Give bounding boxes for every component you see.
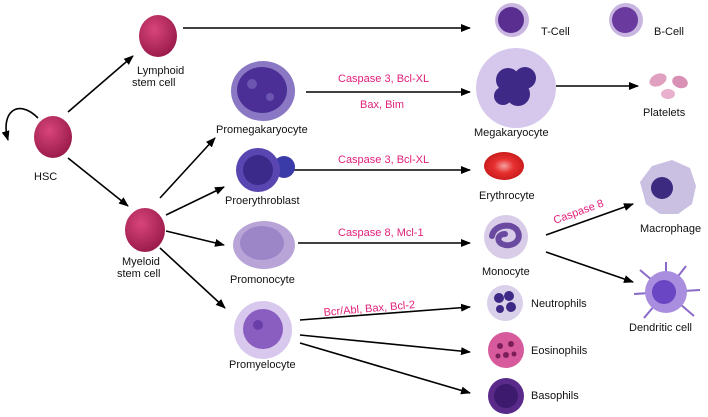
eosinophils-image (488, 332, 524, 368)
label-t-cell: T-Cell (541, 26, 570, 38)
platelets-image (649, 73, 688, 99)
regulator-erythrocyte: Caspase 3, Bcl-XL (338, 154, 429, 166)
promonocyte-image (233, 221, 295, 269)
label-neutrophils: Neutrophils (531, 298, 587, 310)
label-lymphoid-line2: stem cell (132, 77, 175, 89)
label-myeloid-line2: stem cell (117, 268, 160, 280)
arrow-myeloid-to-promyelocyte (159, 247, 226, 309)
label-proerythroblast: Proerythroblast (225, 195, 300, 207)
arrow-monocyte-to-macrophage (545, 203, 634, 236)
label-lymphoid-line1: Lymphoid (137, 65, 184, 77)
label-dendritic-cell: Dendritic cell (629, 322, 692, 334)
arrow-myeloid-to-proerythroblast (165, 186, 225, 216)
arrow-promyelo-to-basophils (299, 342, 471, 395)
arrow-hsc-to-myeloid (67, 157, 129, 207)
label-b-cell: B-Cell (654, 26, 684, 38)
basophils-image (488, 378, 524, 414)
neutrophils-image (487, 285, 523, 321)
label-platelets: Platelets (643, 107, 686, 119)
dendritic-cell-image (633, 262, 701, 319)
arrow-promyelo-to-eosinophils (299, 334, 471, 356)
proerythroblast-image (236, 148, 295, 192)
regulator-mega-top: Caspase 3, Bcl-XL (338, 73, 429, 85)
label-megakaryocyte: Megakaryocyte (474, 127, 549, 139)
label-basophils: Basophils (531, 390, 579, 402)
regulator-macrophage: Caspase 8 (552, 198, 606, 227)
monocyte-image (484, 215, 528, 259)
label-eosinophils: Eosinophils (531, 345, 588, 357)
arrows (1, 24, 639, 395)
regulator-labels: Caspase 3, Bcl-XL Bax, Bim Caspase 3, Bc… (323, 73, 605, 319)
label-promyelocyte: Promyelocyte (229, 359, 296, 371)
label-monocyte: Monocyte (482, 266, 530, 278)
b-cell-image (609, 3, 643, 37)
cell-labels: HSC Lymphoid stem cell Myeloid stem cell… (34, 26, 701, 402)
label-promonocyte: Promonocyte (230, 274, 295, 286)
megakaryocyte-image (476, 48, 556, 128)
erythrocyte-image (484, 152, 524, 180)
label-myeloid-line1: Myeloid (122, 256, 160, 268)
regulator-monocyte: Caspase 8, Mcl-1 (338, 227, 424, 239)
macrophage-image (640, 160, 696, 214)
label-hsc: HSC (34, 171, 57, 183)
arrow-promyelo-to-neutrophils (299, 303, 471, 321)
arrow-monocyte-to-dendritic (545, 251, 634, 283)
promegakaryocyte-image (231, 61, 295, 121)
arrow-hsc-self-renewal (1, 107, 39, 141)
arrow-myeloid-to-promonocyte (165, 230, 225, 247)
promyelocyte-image (234, 301, 292, 359)
lymphoid-stem-cell-image (139, 15, 177, 57)
t-cell-image (495, 3, 529, 37)
arrow-hsc-to-lymphoid (67, 55, 134, 113)
hsc-cell-image (34, 116, 72, 158)
label-promegakaryocyte: Promegakaryocyte (216, 124, 308, 136)
arrow-myeloid-to-promegakaryocyte (159, 137, 216, 199)
regulator-granulocytes: Bcr/Abl, Bax, Bcl-2 (323, 299, 415, 319)
label-erythrocyte: Erythrocyte (479, 190, 535, 202)
regulator-mega-bottom: Bax, Bim (360, 99, 404, 111)
label-macrophage: Macrophage (640, 223, 701, 235)
myeloid-stem-cell-image (125, 208, 165, 252)
